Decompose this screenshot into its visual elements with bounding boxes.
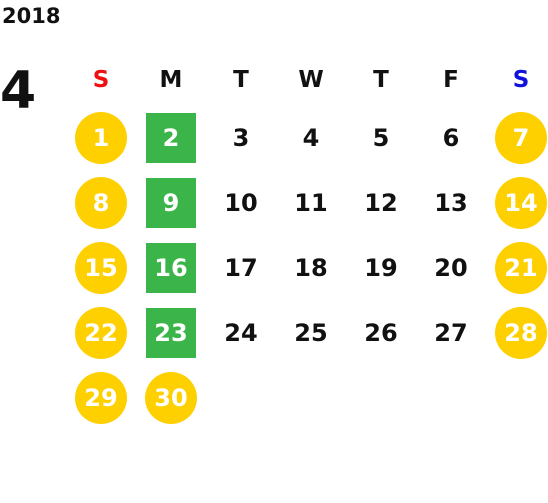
holiday-day: 8 [75,176,127,229]
calendar-day: 25 [294,318,328,347]
day-cell: 29 [66,371,136,424]
day-cell: 15 [66,241,136,294]
day-cell: 8 [66,176,136,229]
calendar-day: 17 [224,253,258,282]
day-cell: 24 [206,307,276,359]
calendar-day: 5 [372,123,390,152]
day-cell: 20 [416,242,486,294]
weekday-tuesday: T [233,67,249,93]
calendar-day: 4 [302,123,320,152]
holiday-day: 15 [75,241,127,294]
day-cell: 25 [276,307,346,359]
calendar-day: 26 [364,318,398,347]
day-cell: 17 [206,242,276,294]
closed-day: 2 [146,112,196,163]
holiday-day: 22 [75,306,127,359]
calendar-day: 27 [434,318,468,347]
calendar-day: 11 [294,188,328,217]
year-label: 2018 [2,4,61,28]
calendar-day: 10 [224,188,258,217]
calendar-day: 20 [434,253,468,282]
day-cell: 11 [276,177,346,229]
holiday-day: 30 [145,371,197,424]
day-cell: 6 [416,112,486,164]
weekday-thursday: T [373,67,389,93]
calendar-day: 13 [434,188,468,217]
calendar-day: 24 [224,318,258,347]
weekday-saturday: S [512,67,530,93]
day-cell: 16 [136,242,206,293]
weekday-wednesday: W [298,67,324,93]
holiday-day: 7 [495,111,547,164]
day-cell: 10 [206,177,276,229]
day-cell: 23 [136,307,206,358]
day-cell: 21 [486,241,548,294]
closed-day: 16 [146,242,196,293]
holiday-day: 29 [75,371,127,424]
day-cell: 28 [486,306,548,359]
day-cell: 18 [276,242,346,294]
day-cell: 2 [136,112,206,163]
weekday-sunday: S [92,67,110,93]
day-cell: 3 [206,112,276,164]
day-cell: 5 [346,112,416,164]
day-cell: 30 [136,371,206,424]
calendar-day: 12 [364,188,398,217]
day-cell: 26 [346,307,416,359]
day-cell: 27 [416,307,486,359]
day-cell: 7 [486,111,548,164]
holiday-day: 14 [495,176,547,229]
week-row: 22 23 24 25 26 27 28 [66,300,548,365]
week-row: 15 16 17 18 19 20 21 [66,235,548,300]
day-cell: 4 [276,112,346,164]
calendar-day: 6 [442,123,460,152]
weekday-header-row: S M T W T F S [66,55,548,105]
day-cell: 9 [136,177,206,228]
closed-day: 23 [146,307,196,358]
weekday-friday: F [443,67,459,93]
weekday-monday: M [159,67,183,93]
closed-day: 9 [146,177,196,228]
day-cell: 12 [346,177,416,229]
month-label: 4 [0,61,37,121]
calendar-day: 3 [232,123,250,152]
holiday-day: 28 [495,306,547,359]
day-cell: 19 [346,242,416,294]
week-row: 29 30 [66,365,548,430]
holiday-day: 1 [75,111,127,164]
day-cell: 22 [66,306,136,359]
calendar-day: 19 [364,253,398,282]
holiday-day: 21 [495,241,547,294]
day-cell: 13 [416,177,486,229]
day-cell: 1 [66,111,136,164]
calendar-day: 18 [294,253,328,282]
day-cell: 14 [486,176,548,229]
